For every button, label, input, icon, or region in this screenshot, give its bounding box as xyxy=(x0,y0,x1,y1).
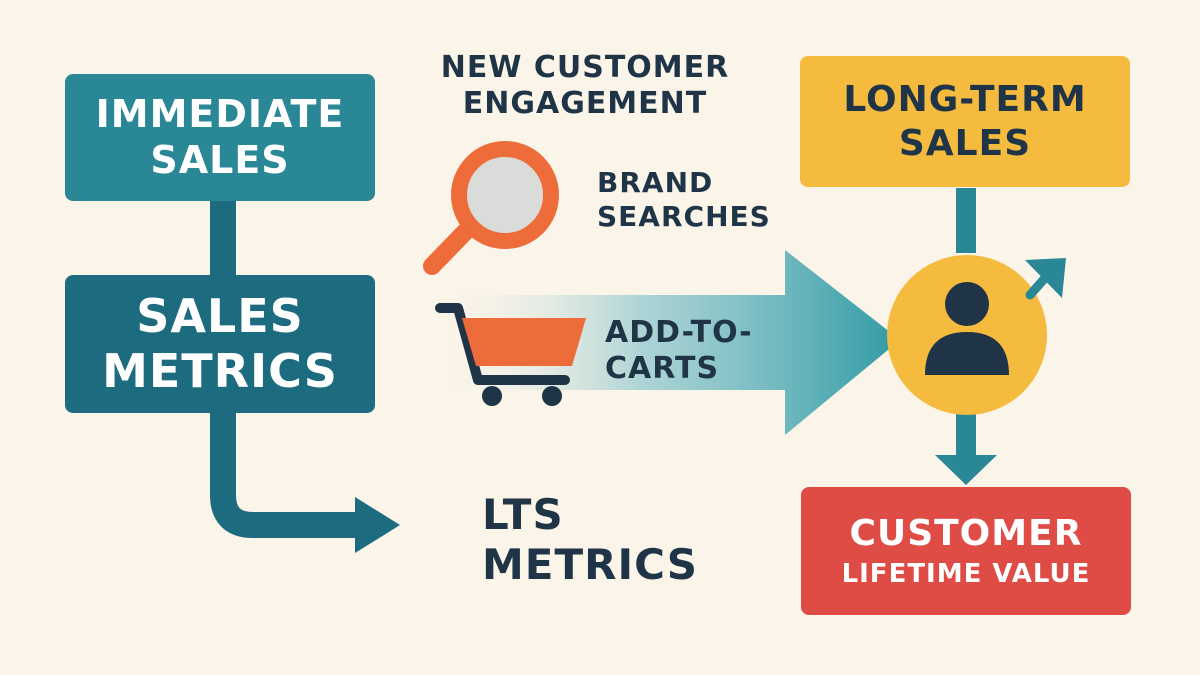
connector-customer-to-clv xyxy=(956,410,976,458)
immediate-sales-box: IMMEDIATE SALES xyxy=(65,74,375,201)
connector-longterm-to-customer xyxy=(956,188,976,253)
elbow-arrowhead xyxy=(355,497,400,553)
add-to-carts-label: ADD-TO- CARTS xyxy=(605,315,753,386)
connector-immediate-to-metrics xyxy=(210,200,236,280)
elbow-arrow-to-lts xyxy=(210,410,360,538)
new-customer-engagement-label: NEW CUSTOMER ENGAGEMENT xyxy=(440,50,730,121)
clv-line-2: LIFETIME VALUE xyxy=(841,559,1091,589)
sales-metrics-box: SALES METRICS xyxy=(65,275,375,413)
clv-line-1: CUSTOMER xyxy=(849,512,1083,554)
long-term-sales-box: LONG-TERM SALES xyxy=(800,56,1130,187)
customer-lifetime-value-box: CUSTOMER LIFETIME VALUE xyxy=(801,487,1131,615)
brand-searches-label: BRAND SEARCHES xyxy=(597,166,771,233)
down-arrowhead xyxy=(935,455,997,485)
cart-icon xyxy=(435,303,586,406)
growth-arrow-icon xyxy=(1025,258,1066,300)
customer-icon xyxy=(887,255,1047,415)
lts-metrics-label: LTS METRICS xyxy=(482,490,698,590)
magnifier-icon xyxy=(423,141,559,275)
